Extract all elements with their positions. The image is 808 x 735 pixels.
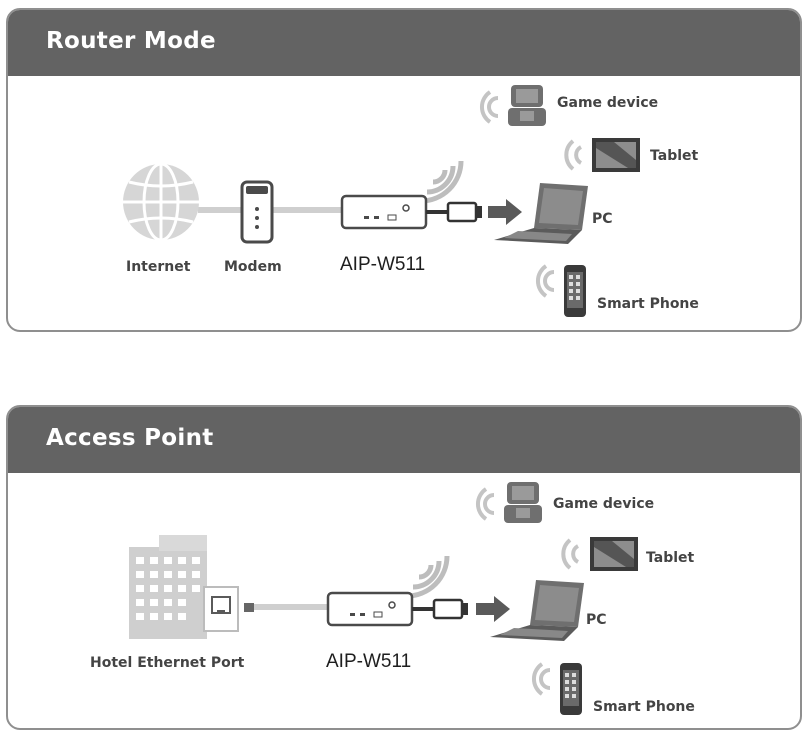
building-icon (129, 535, 207, 639)
wifi-signal-icon (407, 556, 447, 596)
arrow-icon (476, 596, 510, 622)
arrow-icon (488, 199, 522, 225)
access-point-diagram (8, 407, 802, 730)
pc-label: PC (592, 211, 613, 227)
wifi-signal-icon (482, 92, 498, 122)
wifi-signal-icon (538, 266, 554, 296)
smartphone-icon (564, 265, 586, 317)
wifi-signal-icon (563, 540, 578, 568)
internet-label: Internet (126, 259, 190, 275)
modem-icon (242, 182, 272, 242)
wifi-signal-icon (478, 489, 494, 519)
wifi-signal-icon (534, 664, 550, 694)
wireless-adapter-icon (328, 593, 434, 625)
tablet-label: Tablet (646, 550, 694, 566)
smartphone-icon (560, 663, 582, 715)
game-device-icon (504, 482, 542, 523)
usb-plug-icon (448, 203, 482, 221)
usb-plug-icon (434, 600, 468, 618)
smart-phone-label: Smart Phone (597, 296, 699, 312)
tablet-label: Tablet (650, 148, 698, 164)
wifi-signal-icon (566, 141, 581, 169)
pc-label: PC (586, 612, 607, 628)
smart-phone-label: Smart Phone (593, 699, 695, 715)
router-mode-diagram (8, 10, 802, 332)
game-device-label: Game device (553, 496, 654, 512)
hotel-ethernet-port-label: Hotel Ethernet Port (90, 655, 244, 671)
wifi-signal-icon (421, 161, 461, 201)
tablet-icon (590, 537, 638, 571)
ethernet-port-icon (204, 587, 254, 631)
globe-icon (123, 164, 199, 240)
game-device-icon (508, 85, 546, 126)
adapter-model-label: AIP-W511 (340, 254, 425, 276)
tablet-icon (592, 138, 640, 172)
game-device-label: Game device (557, 95, 658, 111)
router-mode-panel: Router Mode (6, 8, 802, 332)
modem-label: Modem (224, 259, 282, 275)
access-point-panel: Access Point (6, 405, 802, 730)
adapter-model-label: AIP-W511 (326, 651, 411, 673)
